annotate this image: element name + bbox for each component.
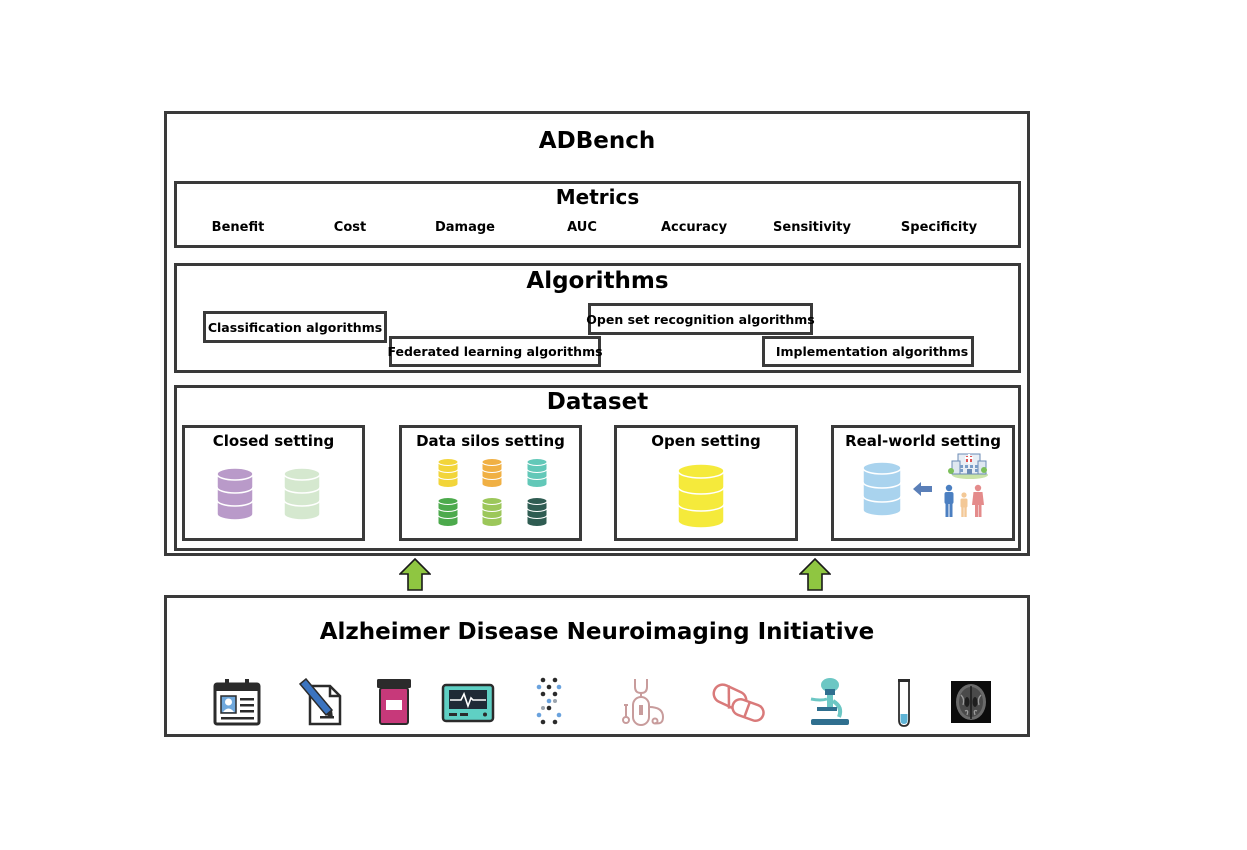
dataset-box: Dataset Closed setting Data sil	[174, 385, 1021, 551]
database-icon-dark-teal	[526, 497, 548, 527]
test-tube-icon	[898, 679, 910, 727]
dna-icon	[536, 677, 562, 725]
stethoscope-icon	[622, 679, 665, 726]
database-icon-light-blue	[862, 461, 902, 517]
database-icon-yellow	[437, 458, 459, 488]
real-world-setting-box: Real-world setting	[831, 425, 1015, 541]
document-edit-icon	[298, 678, 342, 726]
algorithm-classification: Classification algorithms	[203, 311, 387, 343]
metrics-title: Metrics	[555, 185, 640, 209]
dataset-title: Dataset	[546, 389, 649, 415]
database-icon-orange	[481, 458, 503, 488]
database-icon-purple	[216, 467, 254, 521]
hospital-icon	[948, 453, 988, 479]
pills-icon	[712, 683, 765, 722]
adni-source-box: Alzheimer Disease Neuroimaging Initiativ…	[164, 595, 1030, 737]
database-icon-green	[437, 497, 459, 527]
metric-benefit: Benefit	[211, 220, 265, 235]
data-silos-setting-title: Data silos setting	[416, 432, 565, 450]
arrow-left-icon	[913, 482, 932, 496]
metric-auc: AUC	[567, 220, 597, 235]
database-icon-lime	[481, 497, 503, 527]
pill-bottle-icon	[377, 679, 411, 725]
algorithm-open-set-recognition: Open set recognition algorithms	[586, 303, 815, 335]
adbench-frame: ADBench Metrics Benefit Cost Damage AUC …	[164, 111, 1030, 556]
algorithms-title: Algorithms	[526, 268, 669, 294]
algorithm-implementation: Implementation algorithms	[762, 336, 974, 367]
metric-cost: Cost	[333, 220, 367, 235]
algorithm-federated-learning: Federated learning algorithms	[387, 336, 603, 367]
metric-sensitivity: Sensitivity	[773, 220, 851, 235]
database-icon-light-green	[283, 467, 321, 521]
family-people-icon	[944, 484, 984, 517]
database-icon-bright-yellow	[677, 463, 725, 529]
microscope-icon	[810, 678, 849, 725]
up-arrow-right	[799, 558, 831, 591]
open-setting-box: Open setting	[614, 425, 798, 541]
metrics-box: Metrics Benefit Cost Damage AUC Accuracy…	[174, 181, 1021, 248]
up-arrow-left	[399, 558, 431, 591]
brain-mri-icon	[951, 681, 991, 723]
metric-accuracy: Accuracy	[660, 220, 728, 235]
adbench-title: ADBench	[538, 128, 656, 154]
real-world-setting-title: Real-world setting	[845, 432, 1001, 450]
monitor-icon	[441, 683, 495, 723]
database-icon-teal	[526, 458, 548, 488]
open-setting-title: Open setting	[651, 432, 761, 450]
metric-specificity: Specificity	[900, 220, 978, 235]
closed-setting-title: Closed setting	[212, 432, 335, 450]
closed-setting-box: Closed setting	[182, 425, 365, 541]
adni-title: Alzheimer Disease Neuroimaging Initiativ…	[319, 619, 875, 645]
data-silos-setting-box: Data silos setting	[399, 425, 582, 541]
id-card-icon	[213, 679, 261, 726]
metric-damage: Damage	[434, 220, 496, 235]
